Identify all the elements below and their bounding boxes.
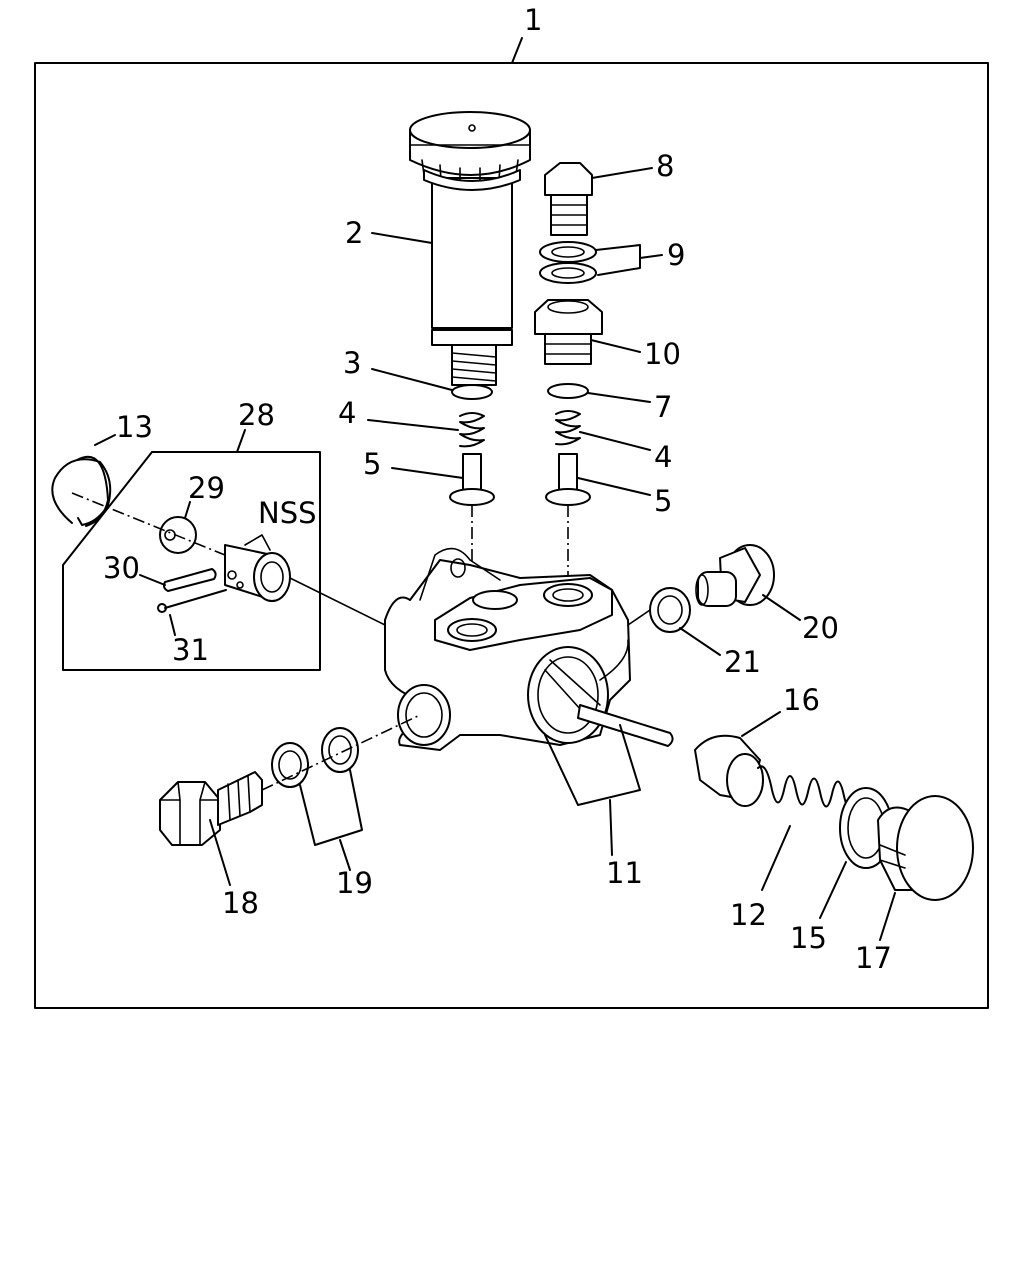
label-18: 15 bbox=[790, 921, 827, 955]
nss-sleeve bbox=[224, 534, 291, 602]
part-12-gaskets bbox=[271, 727, 359, 788]
label-assembly: 1 bbox=[524, 3, 542, 37]
label-19: 17 bbox=[855, 941, 892, 975]
label-28: 28 bbox=[238, 398, 275, 432]
label-10: 10 bbox=[644, 337, 681, 371]
part-7-o-ring bbox=[547, 383, 589, 399]
label-7: 7 bbox=[654, 390, 672, 424]
part-5-valve-left bbox=[449, 453, 495, 506]
part-17-spring bbox=[757, 765, 857, 810]
label-3: 3 bbox=[343, 346, 361, 380]
part-9-gaskets bbox=[539, 241, 597, 284]
label-4-left: 4 bbox=[338, 396, 356, 430]
label-2: 2 bbox=[345, 216, 363, 250]
part-21-gasket bbox=[649, 587, 691, 633]
label-4-right: 4 bbox=[654, 440, 672, 474]
label-17: 12 bbox=[730, 898, 767, 932]
part-30-pin bbox=[163, 568, 217, 592]
part-13-snap-ring bbox=[51, 458, 112, 526]
part-29-cap bbox=[159, 516, 197, 554]
part-20-plug bbox=[695, 544, 775, 607]
label-29: 29 bbox=[188, 471, 225, 505]
label-21: 21 bbox=[724, 645, 761, 679]
part-16-sleeve bbox=[694, 734, 764, 807]
part-3-o-ring bbox=[451, 384, 493, 400]
label-5-left: 5 bbox=[363, 447, 381, 481]
label-20: 20 bbox=[802, 611, 839, 645]
label-12: 19 bbox=[336, 866, 373, 900]
label-nss: NSS bbox=[258, 496, 317, 530]
part-11-bolt bbox=[159, 771, 263, 846]
label-15: 11 bbox=[606, 856, 643, 890]
part-4-spring-left bbox=[459, 412, 485, 448]
label-13: 13 bbox=[116, 410, 153, 444]
part-8-plug bbox=[544, 162, 593, 236]
label-30: 30 bbox=[103, 551, 140, 585]
part-19-cap-nut bbox=[877, 795, 974, 901]
part-10-connector bbox=[534, 299, 603, 365]
label-8: 8 bbox=[656, 149, 674, 183]
label-11: 18 bbox=[222, 886, 259, 920]
label-5-right: 5 bbox=[654, 484, 672, 518]
part-2-primer-pump bbox=[409, 111, 531, 386]
label-31: 31 bbox=[172, 633, 209, 667]
label-16: 16 bbox=[783, 683, 820, 717]
label-9: 9 bbox=[667, 238, 685, 272]
part-4-spring-right bbox=[555, 410, 581, 446]
